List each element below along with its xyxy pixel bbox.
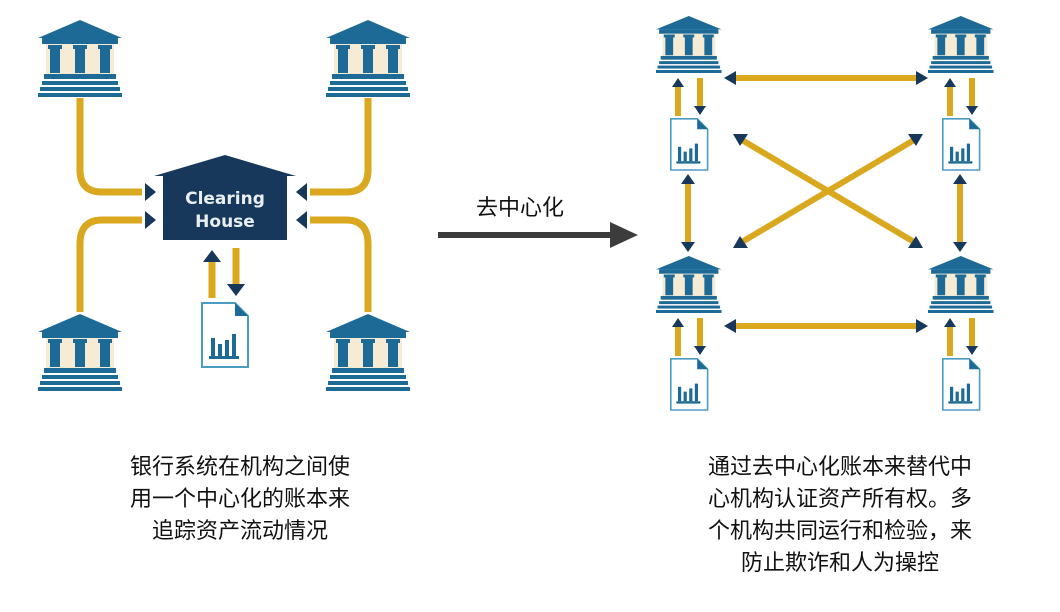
- decentralized-caption: 通过去中心化账本来替代中 心机构认证资产所有权。多 个机构共同运行和检验，来 防…: [660, 452, 1020, 580]
- bank-icon: [656, 256, 722, 313]
- arrowhead-icon: [966, 106, 978, 115]
- bank-icon: [326, 20, 410, 97]
- caption-line: 个机构共同运行和检验，来: [707, 519, 972, 544]
- clearing-house-roof-icon: [154, 155, 296, 176]
- caption-line: 通过去中心化账本来替代中: [707, 455, 972, 480]
- clearing-house: Clearing House: [154, 155, 296, 240]
- arrowhead-icon: [227, 284, 245, 296]
- bank-icon: [38, 314, 122, 391]
- bank-icon: [38, 20, 122, 97]
- arrowhead-icon: [944, 78, 956, 87]
- arrowhead-icon: [145, 211, 156, 229]
- caption-line: 追踪资产流动情况: [151, 519, 328, 544]
- caption-line: 心机构认证资产所有权。多: [707, 487, 972, 512]
- caption-line: 防止欺诈和人为操控: [740, 551, 939, 576]
- ledger-document-icon: [941, 118, 981, 171]
- decentralized-diagram: [656, 16, 994, 411]
- caption-line: 用一个中心化的账本来: [129, 487, 350, 512]
- ledger-document-icon: [669, 118, 709, 171]
- ledger-document-icon: [669, 357, 709, 411]
- arrowhead-icon: [681, 174, 695, 184]
- arrowhead-icon: [681, 242, 695, 252]
- connector-bottom-right: [310, 216, 372, 312]
- right-arrow-head-icon: [610, 222, 638, 248]
- bank-icon: [326, 314, 410, 391]
- arrowhead-icon: [203, 250, 221, 262]
- arrowhead-icon: [953, 242, 967, 252]
- arrowhead-icon: [733, 236, 748, 248]
- caption-line: 银行系统在机构之间使: [129, 455, 350, 480]
- connector-top-right: [310, 98, 372, 196]
- transition-label: 去中心化: [475, 196, 564, 221]
- arrowhead-icon: [724, 319, 736, 333]
- arrowhead-icon: [733, 134, 748, 146]
- arrowhead-icon: [953, 174, 967, 184]
- arrowhead-icon: [145, 183, 156, 201]
- arrowhead-icon: [724, 71, 736, 85]
- link-diagonal-2: [740, 137, 916, 245]
- arrowhead-icon: [694, 346, 706, 355]
- arrowhead-icon: [296, 211, 307, 229]
- ledger-document-icon: [941, 357, 981, 411]
- connector-bottom-left: [76, 216, 142, 312]
- arrowhead-icon: [694, 106, 706, 115]
- clearing-house-label-line2: House: [195, 212, 255, 232]
- centralized-diagram: Clearing House: [38, 20, 410, 391]
- ledger-document-icon: [201, 302, 249, 368]
- connector-lines: [76, 98, 372, 312]
- arrowhead-icon: [908, 236, 923, 248]
- centralized-caption: 银行系统在机构之间使 用一个中心化的账本来 追踪资产流动情况: [60, 452, 420, 548]
- arrowhead-icon: [908, 134, 923, 146]
- bank-icon: [928, 256, 994, 313]
- clearing-house-label-line1: Clearing: [185, 189, 265, 209]
- arrowhead-icon: [672, 318, 684, 327]
- bank-icon: [928, 16, 994, 73]
- arrowhead-icon: [944, 318, 956, 327]
- connector-top-left: [76, 98, 142, 196]
- arrowhead-icon: [916, 319, 928, 333]
- bank-icon: [656, 16, 722, 73]
- arrowhead-icon: [672, 78, 684, 87]
- arrowhead-icon: [296, 183, 307, 201]
- clearing-house-box: [163, 176, 287, 240]
- transition-arrow: [438, 222, 638, 248]
- arrowhead-icon: [916, 71, 928, 85]
- arrowhead-icon: [966, 346, 978, 355]
